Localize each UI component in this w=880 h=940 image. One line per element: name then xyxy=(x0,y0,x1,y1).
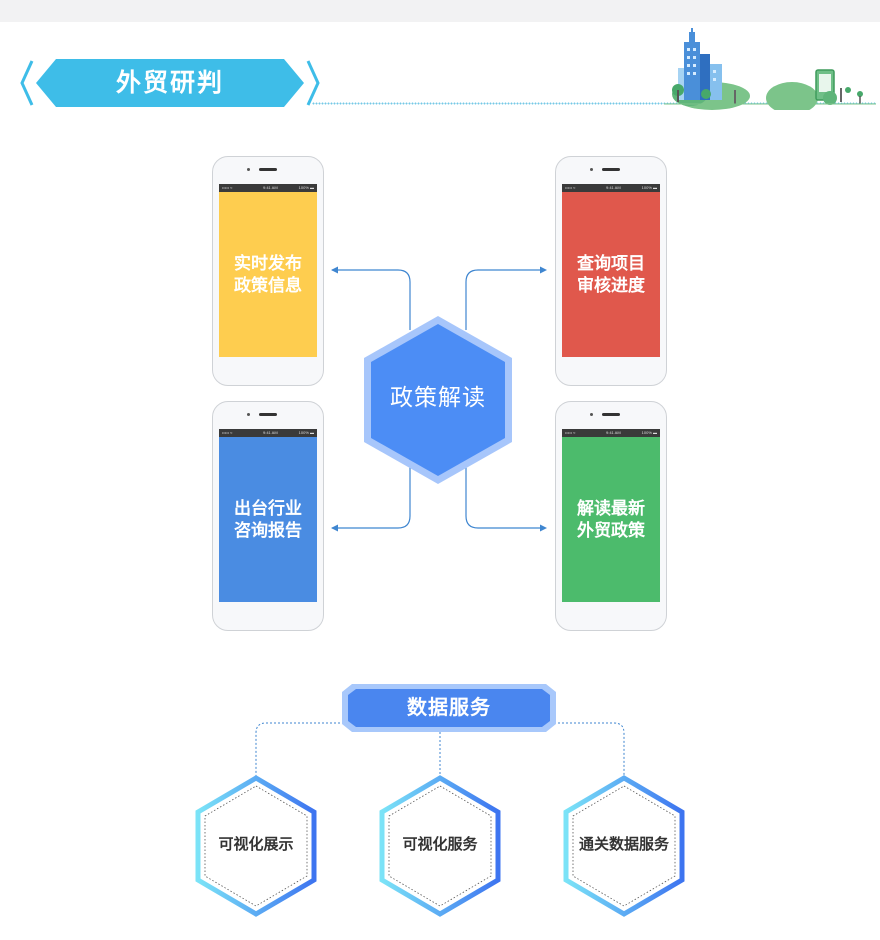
data-services-header xyxy=(348,689,550,727)
phone-screen: 查询项目 审核进度 xyxy=(562,192,660,357)
phone-label-line2: 咨询报告 xyxy=(234,520,302,540)
phone-label-line1: 实时发布 xyxy=(234,253,302,273)
section-header-banner: 外贸研判 xyxy=(20,57,320,109)
camera-icon xyxy=(590,168,593,171)
phone-label-line2: 审核进度 xyxy=(577,275,645,295)
camera-icon xyxy=(247,168,250,171)
service-visual-service: 可视化服务 xyxy=(402,836,478,853)
speaker-icon xyxy=(259,168,277,171)
camera-icon xyxy=(590,413,593,416)
speaker-icon xyxy=(259,413,277,416)
phone-screen: 实时发布 政策信息 xyxy=(219,192,317,357)
phone-label-line2: 政策信息 xyxy=(234,275,302,295)
data-service-hexagons xyxy=(195,775,685,917)
header-divider xyxy=(312,102,876,105)
city-skyline-icon xyxy=(664,28,876,110)
camera-icon xyxy=(247,413,250,416)
phone-label-line1: 解读最新 xyxy=(577,498,645,518)
data-services-title: 数据服务 xyxy=(407,697,491,719)
phone-label-line1: 出台行业 xyxy=(234,498,302,518)
service-visual-display: 可视化展示 xyxy=(218,836,294,853)
policy-interpretation-label: 政策解读 xyxy=(390,384,486,410)
section-title: 外贸研判 xyxy=(115,69,224,97)
service-customs-data: 通关数据服务 xyxy=(578,836,669,853)
top-band xyxy=(0,0,880,22)
phone-label-line2: 外贸政策 xyxy=(577,520,645,540)
phone-screen: 出台行业 咨询报告 xyxy=(219,437,317,602)
phone-label-line1: 查询项目 xyxy=(577,253,645,273)
center-hexagon xyxy=(371,324,505,476)
phone-screen: 解读最新 外贸政策 xyxy=(562,437,660,602)
speaker-icon xyxy=(602,168,620,171)
speaker-icon xyxy=(602,413,620,416)
banner-shape xyxy=(20,59,320,107)
